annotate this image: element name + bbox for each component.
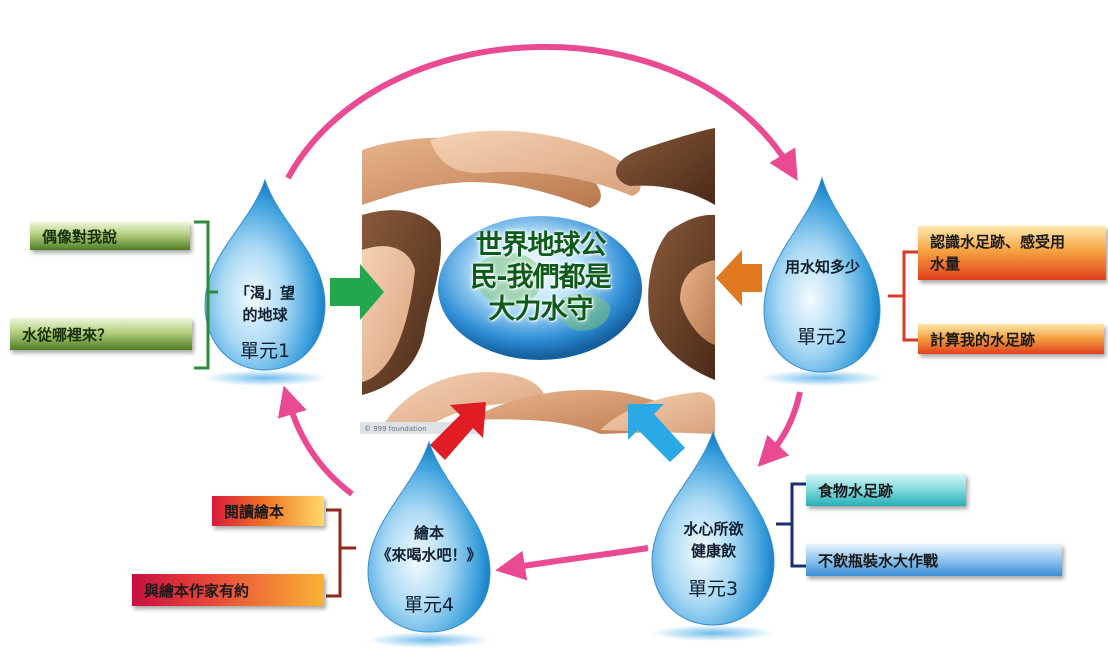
arrow-unit4-to-center [430,402,486,460]
unit3-label: 單元3 [687,578,739,600]
unit4-drop-title: 繪本 《來喝水吧！》 [367,522,491,566]
unit1-drop-title: 「渴」望 的地球 [220,282,310,326]
unit3-item-1: 食物水足跡 [806,474,966,506]
cycle-arrow-unit4-to-unit1 [277,385,354,497]
unit4-label: 單元4 [403,594,455,616]
hand-top [430,130,641,196]
arrow-unit1-to-center [330,264,384,320]
unit4-drop-line-1: 繪本 [413,524,444,542]
bracket-unit4 [326,508,356,598]
drop-unit4 [367,440,491,648]
center-title: 世界地球公 民-我們都是 大力水守 [458,230,623,326]
unit2-drop-title: 用水知多少 [775,256,870,278]
bracket-unit3 [776,482,806,568]
unit4-item-2: 與繪本作家有約 [132,574,324,606]
unit3-drop-line-1: 水心所欲 [683,520,744,538]
hand-top-right [616,128,715,205]
unit1-item-1: 偶像對我說 [30,222,190,250]
unit1-drop-line-1: 「渴」望 [234,284,295,302]
bracket-unit1 [194,220,218,370]
unit4-drop-line-2: 《來喝水吧！》 [376,546,482,564]
unit2-item-1: 認識水足跡、感受用 水量 [918,226,1106,280]
drop-unit1 [203,178,327,386]
unit1-label: 單元1 [239,340,291,362]
center-title-line-2: 民-我們都是 [470,262,611,293]
cycle-arrow-unit2-to-unit3 [757,391,803,467]
unit2-item-2: 計算我的水足跡 [918,324,1104,354]
center-title-line-3: 大力水守 [488,294,594,325]
center-title-line-1: 世界地球公 [475,230,607,261]
drop-unit2 [760,176,884,386]
unit4-item-1: 閱讀繪本 [212,496,324,526]
svg-text:© 999 foundation: © 999 foundation [364,425,427,433]
cycle-arrow-unit3-to-unit4 [495,545,649,581]
unit3-item-2: 不飲瓶裝水大作戰 [806,544,1062,576]
center-photo: © 999 foundation [360,125,715,435]
arrow-unit2-to-center [716,250,762,306]
hand-right-outer [680,260,715,345]
unit3-drop-title: 水心所欲 健康飲 [666,518,761,562]
unit1-drop-line-2: 的地球 [242,306,288,324]
unit3-drop-line-2: 健康飲 [690,542,736,560]
cycle-arrow-unit1-to-unit2 [285,43,798,181]
unit1-item-2: 水從哪裡來？ [10,318,192,350]
hand-bottom-left [380,372,546,432]
unit2-label: 單元2 [796,326,848,348]
hand-left-outer [362,246,415,382]
arrow-unit3-to-center [628,404,685,462]
bracket-unit2 [888,250,918,342]
unit2-drop-line-1: 用水知多少 [784,258,860,276]
drop-unit3 [651,430,775,641]
globe-land [470,252,611,331]
